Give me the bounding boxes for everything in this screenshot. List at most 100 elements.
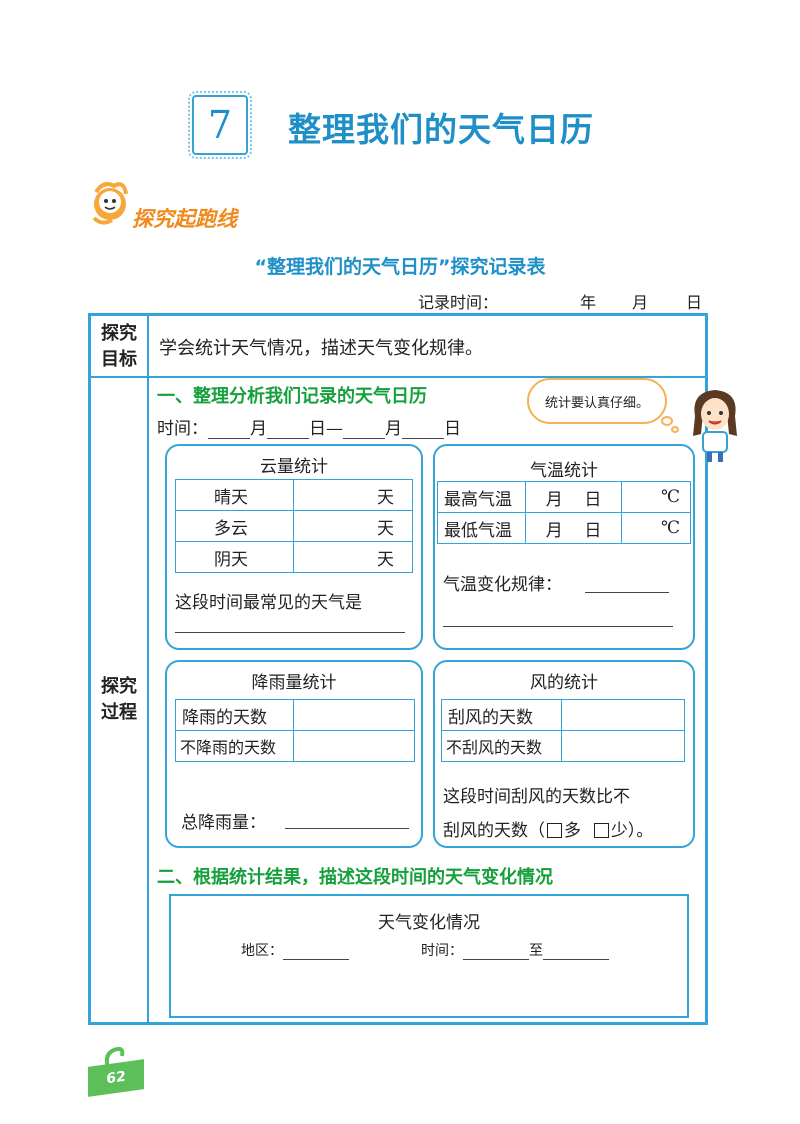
time-day-dash: 日— bbox=[309, 419, 343, 439]
cloud-row-unit[interactable]: 天 bbox=[293, 510, 413, 542]
answer-line[interactable] bbox=[175, 632, 405, 633]
time-label: 时间： bbox=[157, 419, 208, 439]
wind-table: 刮风的天数 不刮风的天数 bbox=[441, 699, 685, 762]
goal-text: 学会统计天气情况，描述天气变化规律。 bbox=[159, 338, 483, 359]
wind-row-value[interactable] bbox=[561, 730, 685, 762]
wind-stats-box: 风的统计 刮风的天数 不刮风的天数 这段时间刮风的天数比不 刮风的天数（ 多 少）… bbox=[433, 660, 695, 848]
rain-row-value[interactable] bbox=[293, 730, 415, 762]
record-table: 探究 目标 学会统计天气情况，描述天气变化规律。 探究 过程 一、整理分析我们记… bbox=[88, 313, 737, 1025]
goal-header: 探究 目标 bbox=[91, 321, 147, 373]
blank-day2[interactable] bbox=[402, 421, 444, 439]
goal-header-line2: 目标 bbox=[101, 349, 137, 370]
checkbox-less[interactable] bbox=[593, 823, 609, 838]
mascot-icon bbox=[92, 182, 128, 225]
weather-change-title: 天气变化情况 bbox=[378, 913, 480, 933]
checkbox-more[interactable] bbox=[547, 823, 562, 838]
lesson-title: 整理我们的天气日历 bbox=[288, 110, 594, 149]
region-input[interactable] bbox=[283, 946, 349, 960]
record-month: 月 bbox=[632, 293, 649, 312]
region-label: 地区： bbox=[241, 943, 283, 959]
cloud-row-label: 晴天 bbox=[175, 479, 294, 511]
weather-change-box: 天气变化情况 地区： 时间：至 bbox=[169, 894, 689, 1018]
table-row: 降雨的天数 bbox=[175, 699, 415, 731]
wind-row-value[interactable] bbox=[561, 699, 685, 731]
period-start-input[interactable] bbox=[463, 946, 529, 960]
temp-table: 最高气温 月 日 ℃ 最低气温 月 日 ℃ bbox=[437, 481, 691, 544]
cloud-row-label: 阴天 bbox=[175, 541, 294, 573]
cloud-stats-box: 云量统计 晴天 天 多云 天 阴天 天 这段时间最常见的天气是 bbox=[165, 444, 423, 650]
bubble-dot bbox=[671, 426, 679, 433]
time-range: 时间： 月 日— 月 日 bbox=[157, 414, 461, 439]
option-less-label: 少）。 bbox=[610, 821, 654, 841]
temp-month: 月 bbox=[545, 489, 563, 510]
answer-line[interactable] bbox=[285, 828, 409, 829]
table-title: “整理我们的天气日历”探究记录表 bbox=[254, 256, 546, 278]
blank-day1[interactable] bbox=[267, 421, 309, 439]
wind-question-line2: 刮风的天数（ 多 少）。 bbox=[443, 816, 653, 841]
rain-row-label: 不降雨的天数 bbox=[175, 730, 294, 762]
region-field: 地区： bbox=[241, 940, 349, 960]
wind-title: 风的统计 bbox=[530, 673, 598, 693]
time-month1: 月 bbox=[250, 419, 267, 439]
wind-question-text: 刮风的天数（ bbox=[443, 821, 545, 841]
cloud-table: 晴天 天 多云 天 阴天 天 bbox=[175, 479, 413, 573]
table-row: 最高气温 月 日 ℃ bbox=[437, 481, 691, 513]
temp-row-date[interactable]: 月 日 bbox=[525, 512, 622, 544]
temp-row-date[interactable]: 月 日 bbox=[525, 481, 622, 513]
rain-row-label: 降雨的天数 bbox=[175, 699, 294, 731]
speech-bubble: 统计要认真仔细。 bbox=[527, 378, 667, 424]
table-row: 多云 天 bbox=[175, 510, 413, 542]
option-more-label: 多 bbox=[564, 821, 581, 841]
record-day: 日 bbox=[686, 293, 703, 312]
temp-row-label: 最低气温 bbox=[437, 512, 526, 544]
part2-heading: 二、根据统计结果，描述这段时间的天气变化情况 bbox=[157, 867, 553, 888]
blank-month1[interactable] bbox=[208, 421, 250, 439]
page-number: 62 bbox=[88, 1059, 144, 1097]
period-field: 时间：至 bbox=[421, 940, 609, 960]
temp-month: 月 bbox=[545, 520, 563, 541]
record-year: 年 bbox=[580, 293, 597, 312]
table-row: 晴天 天 bbox=[175, 479, 413, 511]
answer-line[interactable] bbox=[585, 592, 669, 593]
column-divider bbox=[147, 316, 149, 1022]
girl-mascot-icon bbox=[693, 390, 737, 462]
process-header: 探究 过程 bbox=[91, 674, 147, 726]
bubble-dot bbox=[661, 416, 673, 426]
rain-title: 降雨量统计 bbox=[251, 673, 337, 693]
section-label: 探究起跑线 bbox=[132, 207, 237, 231]
rain-row-value[interactable] bbox=[293, 699, 415, 731]
process-header-line2: 过程 bbox=[101, 702, 137, 723]
wind-row-label: 刮风的天数 bbox=[441, 699, 562, 731]
table-row: 不降雨的天数 bbox=[175, 730, 415, 762]
time-month2: 月 bbox=[385, 419, 402, 439]
rain-stats-box: 降雨量统计 降雨的天数 不降雨的天数 总降雨量： bbox=[165, 660, 423, 848]
rain-total-label: 总降雨量： bbox=[181, 813, 266, 833]
cloud-row-unit[interactable]: 天 bbox=[293, 541, 413, 573]
table-row: 刮风的天数 bbox=[441, 699, 685, 731]
cloud-question: 这段时间最常见的天气是 bbox=[175, 593, 362, 613]
time-day2: 日 bbox=[444, 419, 461, 439]
process-header-line1: 探究 bbox=[101, 676, 137, 697]
temp-row-unit[interactable]: ℃ bbox=[621, 512, 691, 544]
lesson-number: 7 bbox=[188, 91, 252, 159]
goal-header-line1: 探究 bbox=[101, 323, 137, 344]
temp-row-unit[interactable]: ℃ bbox=[621, 481, 691, 513]
part1-heading: 一、整理分析我们记录的天气日历 bbox=[157, 386, 427, 407]
row-divider bbox=[91, 376, 705, 378]
cloud-title: 云量统计 bbox=[260, 457, 328, 477]
period-end-input[interactable] bbox=[543, 946, 609, 960]
record-time-label: 记录时间： bbox=[418, 293, 499, 312]
cloud-row-label: 多云 bbox=[175, 510, 294, 542]
bubble-text: 统计要认真仔细。 bbox=[544, 395, 649, 411]
temp-day: 日 bbox=[584, 489, 602, 510]
temp-title: 气温统计 bbox=[530, 461, 598, 481]
period-label: 时间： bbox=[421, 943, 463, 959]
answer-line[interactable] bbox=[443, 626, 673, 627]
blank-month2[interactable] bbox=[343, 421, 385, 439]
table-row: 不刮风的天数 bbox=[441, 730, 685, 762]
temp-row-label: 最高气温 bbox=[437, 481, 526, 513]
cloud-row-unit[interactable]: 天 bbox=[293, 479, 413, 511]
table-row: 阴天 天 bbox=[175, 541, 413, 573]
wind-question-line1: 这段时间刮风的天数比不 bbox=[443, 787, 630, 807]
temp-rule-label: 气温变化规律： bbox=[443, 575, 562, 595]
